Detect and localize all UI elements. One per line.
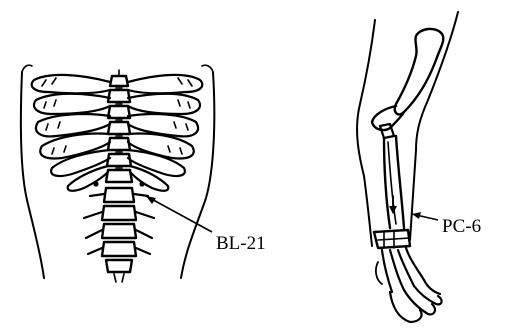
metacarpal-2 — [390, 250, 404, 290]
body-outline-top-left — [22, 65, 32, 72]
body-outline-top-right — [202, 65, 213, 72]
lumbar-spine — [84, 188, 154, 282]
bl21-callout: BL-21 — [146, 196, 266, 254]
thoracic-spine — [106, 70, 132, 182]
acupoint-bl21-right-dot — [139, 181, 144, 186]
metacarpal-1 — [382, 250, 392, 292]
bl21-label: BL-21 — [216, 233, 266, 254]
bl21-arrowhead — [146, 196, 156, 204]
digit-4 — [424, 280, 440, 294]
humerus-head — [372, 106, 404, 130]
pc6-callout: PC-6 — [412, 212, 481, 237]
pc6-arrowhead — [412, 212, 421, 219]
right-ribs — [128, 75, 202, 191]
forelimb-illustration — [357, 12, 458, 322]
body-outline-right — [181, 72, 214, 278]
body-outline-left — [21, 72, 44, 278]
scapula — [395, 29, 444, 115]
ulna — [396, 136, 404, 228]
limb-outline-front — [357, 20, 375, 246]
acupoint-pc6-marker — [389, 206, 397, 214]
dewclaw — [376, 262, 382, 284]
left-ribs — [32, 75, 110, 191]
digit-3 — [414, 286, 442, 304]
acupoint-bl21-left-dot — [93, 181, 98, 186]
pc6-label: PC-6 — [442, 216, 481, 237]
thorax-dorsal-illustration — [21, 65, 214, 282]
bl21-leader-line — [146, 196, 212, 232]
